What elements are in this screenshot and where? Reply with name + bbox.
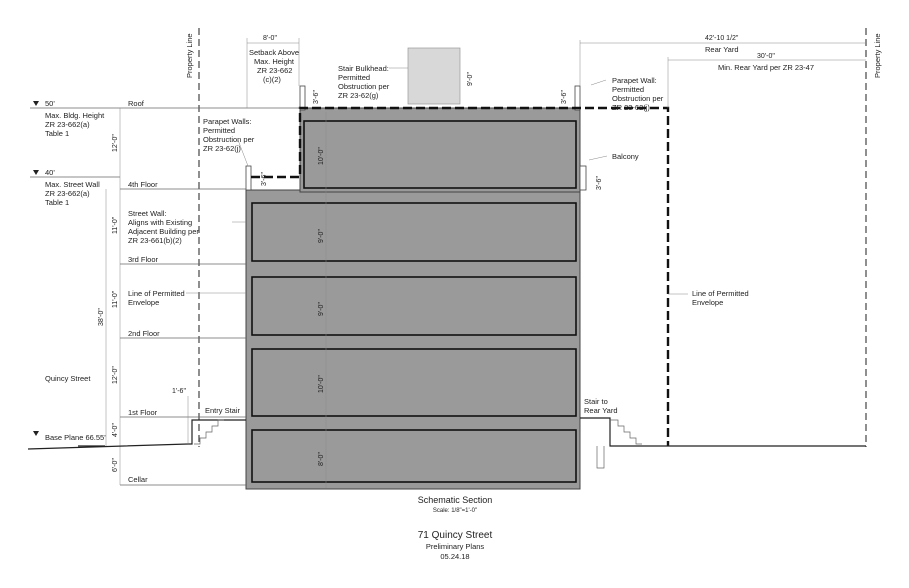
street-wall-note-4: ZR 23-661(b)(2) [128, 236, 182, 245]
areaway-right [596, 446, 605, 469]
min-rear-yard-label: Min. Rear Yard per ZR 23-47 [718, 63, 814, 72]
f2-height: 9'-0" [318, 302, 325, 316]
min-rear-yard-dim: 30'-0" [757, 53, 775, 60]
property-line-right-label: Property Line [873, 33, 882, 78]
balcony-label: Balcony [612, 152, 639, 161]
parapet-right-line-1: Parapet Wall: [612, 76, 657, 85]
dim-cellar: 6'-0" [112, 458, 119, 472]
street-wall-line-3: Table 1 [45, 198, 69, 207]
parapet-right-line-4: ZR 23-62(j) [612, 103, 650, 112]
f1-height: 10'-0" [318, 375, 325, 393]
dim-3rd-2nd: 11'-0" [112, 290, 119, 308]
room-3rd-floor [251, 202, 577, 262]
dim-roof-4th: 12'-0" [112, 134, 119, 152]
parapet-left-line-1: Parapet Walls: [203, 117, 252, 126]
f3-height: 9'-0" [318, 229, 325, 243]
street-wall-elev: 40' [45, 168, 55, 177]
room-1st-floor [251, 348, 577, 417]
bulkhead-line-1: Stair Bulkhead: [338, 64, 389, 73]
level-roof: Roof [128, 99, 145, 108]
setback-line-4: (c)(2) [263, 75, 281, 84]
rear-yard-dim: 42'-10 1/2" [705, 35, 739, 42]
dim-1st-base: 4'-0" [112, 423, 119, 437]
rear-stair-line-2: Rear Yard [584, 406, 618, 415]
parapet-right-dim: 3'-6" [561, 90, 568, 104]
base-plane-marker [33, 431, 39, 436]
level-4th-floor: 4th Floor [128, 180, 158, 189]
parapet-top-right [574, 85, 581, 111]
street-wall-line-2: ZR 23-662(a) [45, 189, 90, 198]
parapet-low-dim: 3'-6" [261, 172, 268, 186]
entry-stair-dim-label: 1'-6" [172, 388, 186, 395]
level-lines [30, 107, 300, 486]
parapet-low-left [245, 165, 252, 191]
entry-stair-label: Entry Stair [205, 406, 241, 415]
entry-stair-steps [194, 419, 224, 445]
street-wall-marker [33, 170, 39, 175]
envelope-right-line-1: Line of Permitted [692, 289, 749, 298]
ground-right [580, 417, 866, 447]
ground-left [27, 419, 246, 450]
room-4th-floor [303, 120, 577, 189]
setback-line-3: ZR 23-662 [257, 66, 292, 75]
street-wall-line-1: Max. Street Wall [45, 180, 100, 189]
envelope-left-line-1: Line of Permitted [128, 289, 185, 298]
cellar-height: 8'-0" [318, 452, 325, 466]
room-cellar [251, 429, 577, 483]
f4-height: 10'-0" [318, 147, 325, 165]
level-1st-floor: 1st Floor [128, 408, 158, 417]
bulkhead-line-3: Obstruction per [338, 82, 390, 91]
section-title: Schematic Section [418, 495, 493, 505]
street-name: Quincy Street [45, 374, 91, 383]
setback-dim: 8'-0" [263, 35, 277, 42]
balcony-dim: 3'-6" [596, 176, 603, 190]
dim-2nd-1st: 12'-0" [112, 366, 119, 384]
bulkhead-line-2: Permitted [338, 73, 370, 82]
property-line-left-label: Property Line [185, 33, 194, 78]
parapet-left-line-3: Obstruction per [203, 135, 255, 144]
project-date: 05.24.18 [440, 552, 469, 561]
max-height-elev: 50' [45, 99, 55, 108]
street-wall-note-1: Street Wall: [128, 209, 166, 218]
envelope-left-line-2: Envelope [128, 298, 159, 307]
project-name: 71 Quincy Street [418, 530, 493, 541]
setback-line-1: Setback Above [249, 48, 299, 57]
parapet-right-line-2: Permitted [612, 85, 644, 94]
level-cellar: Cellar [128, 475, 148, 484]
max-height-line-2: ZR 23-662(a) [45, 120, 90, 129]
balcony-leader [588, 155, 608, 161]
parapet-top-dim: 3'-6" [313, 90, 320, 104]
base-plane-label: Base Plane 66.55' [45, 433, 106, 442]
street-wall-note-3: Adjacent Building per [128, 227, 199, 236]
envelope-right-line-2: Envelope [692, 298, 723, 307]
bulkhead-line-4: ZR 23-62(g) [338, 91, 379, 100]
parapet-left-line-2: Permitted [203, 126, 235, 135]
section-scale: Scale: 1/8"=1'-0" [433, 508, 477, 514]
max-height-line-3: Table 1 [45, 129, 69, 138]
permitted-envelope-line [251, 106, 670, 446]
parapet-right-leader [590, 79, 607, 86]
rear-stair-line-1: Stair to [584, 397, 608, 406]
max-height-marker [33, 101, 39, 106]
room-2nd-floor [251, 276, 577, 336]
stair-bulkhead [407, 47, 461, 105]
max-height-line-1: Max. Bldg. Height [45, 111, 105, 120]
setback-line-2: Max. Height [254, 57, 295, 66]
parapet-left-leader [237, 139, 249, 167]
parapet-top-left [299, 85, 306, 111]
level-2nd-floor: 2nd Floor [128, 329, 160, 338]
street-wall-note-2: Aligns with Existing [128, 218, 192, 227]
project-subtitle: Preliminary Plans [426, 542, 485, 551]
level-3rd-floor: 3rd Floor [128, 255, 159, 264]
dim-total: 38'-0" [98, 308, 105, 326]
balcony-rail [579, 165, 587, 191]
parapet-right-line-3: Obstruction per [612, 94, 664, 103]
rear-yard-label: Rear Yard [705, 45, 739, 54]
rear-stair-steps [610, 419, 642, 445]
bulkhead-dim: 9'-0" [467, 72, 474, 86]
parapet-left-line-4: ZR 23-62(j) [203, 144, 241, 153]
dim-4th-3rd: 11'-0" [112, 216, 119, 234]
